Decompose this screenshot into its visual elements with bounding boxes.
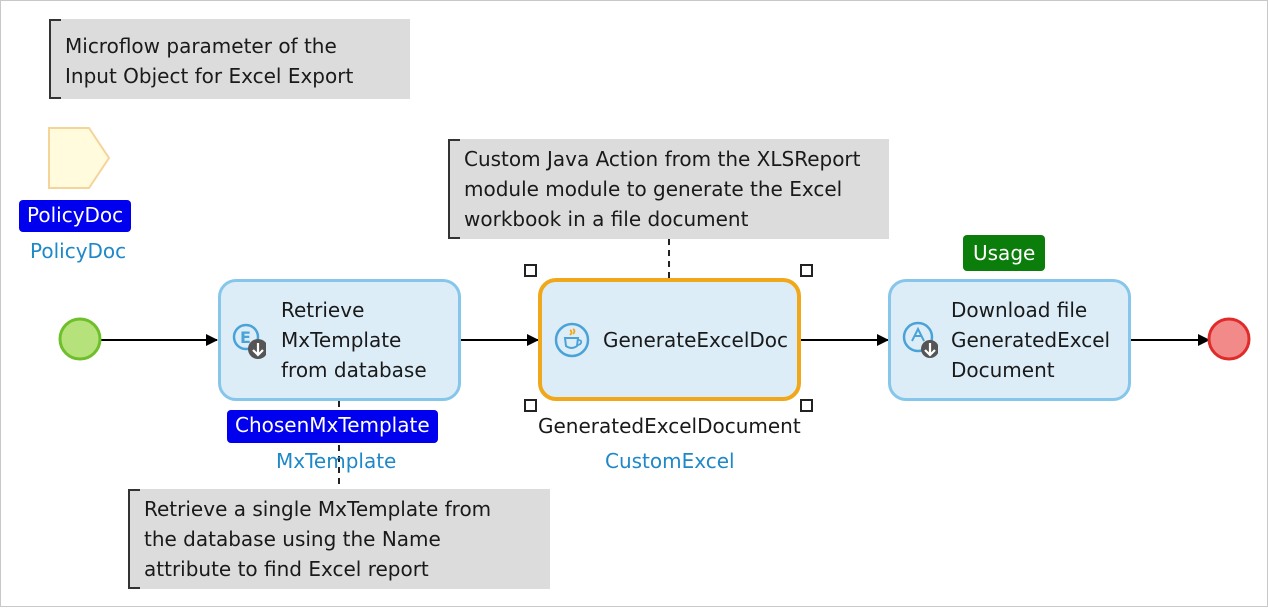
note-line: Retrieve a single MxTemplate from [144,497,492,521]
java-output-variable-label: GeneratedExcelDocument [538,414,801,438]
end-event[interactable] [1207,317,1251,361]
note-line: workbook in a file document [464,207,749,231]
parameter-name-badge: PolicyDoc [19,200,132,232]
start-event[interactable] [58,317,102,361]
note-line: module module to generate the Excel [464,177,843,201]
activity-label-line: MxTemplate [281,328,402,352]
selection-handle-top-left[interactable] [524,264,537,277]
note-line: Custom Java Action from the XLSReport [464,147,861,171]
parameter-shape-icon[interactable] [48,127,111,189]
retrieve-annotation-note[interactable]: Retrieve a single MxTemplate from the da… [128,489,550,589]
activity-label-line: from database [281,358,427,382]
parameter-annotation-note[interactable]: Microflow parameter of the Input Object … [49,19,410,99]
svg-text:E: E [240,328,251,347]
usage-badge: Usage [963,235,1046,271]
note-line: Input Object for Excel Export [65,64,354,88]
selection-handle-top-right[interactable] [800,264,813,277]
retrieve-output-type-label: MxTemplate [276,449,397,473]
retrieve-output-variable-badge: ChosenMxTemplate [227,410,438,443]
selection-handle-bottom-left[interactable] [524,399,537,412]
parameter-type-label: PolicyDoc [30,239,127,263]
download-file-icon [902,321,938,358]
java-action-label: GenerateExcelDoc [603,328,789,352]
note-line: attribute to find Excel report [144,557,429,581]
java-output-type-label: CustomExcel [605,449,735,473]
note-line: Microflow parameter of the [65,34,337,58]
java-cup-icon [554,322,590,358]
retrieve-activity-label: Retrieve MxTemplate from database [281,295,427,385]
note-line: the database using the Name [144,527,441,551]
activity-label-line: Document [951,358,1055,382]
selection-handle-bottom-right[interactable] [800,399,813,412]
retrieve-activity[interactable] [218,279,461,401]
activity-label-line: GeneratedExcel [951,328,1111,352]
download-activity-label: Download file GeneratedExcel Document [951,295,1110,385]
activity-label-line: Download file [951,298,1088,322]
java-action-annotation-note[interactable]: Custom Java Action from the XLSReport mo… [448,139,889,239]
database-retrieve-icon: E [232,323,266,359]
activity-label-line: Retrieve [281,298,365,322]
download-activity[interactable] [888,279,1131,401]
